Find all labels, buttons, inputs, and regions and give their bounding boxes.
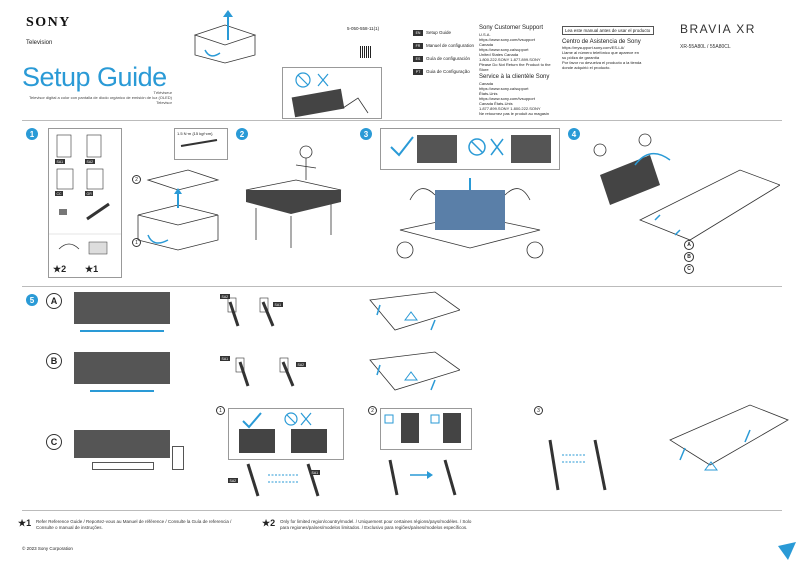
final-tv-illustration [669, 404, 789, 471]
part-tag: SA1 [55, 159, 65, 164]
customer-support: Sony Customer Support U.S.A. https://www… [479, 25, 559, 116]
stand-c-screw-illustration [246, 463, 320, 497]
position-c: C [684, 264, 694, 274]
final-stand-illustration [548, 439, 607, 491]
support-link-ca[interactable]: https://www.sony.ca/support [479, 47, 529, 52]
page-title: Setup Guide [22, 62, 167, 92]
width-arrow-a [80, 330, 164, 332]
width-arrow-b [90, 390, 154, 392]
lift-correct-incorrect [380, 128, 560, 170]
step-3-number: 3 [360, 128, 372, 140]
stand-a-illustration [227, 297, 275, 327]
footnote-1: Refer Reference Guide / Reportez-vous au… [36, 519, 232, 530]
part-tag: SA2 [85, 159, 95, 164]
two-person-unpack-illustration [396, 178, 544, 259]
divider [22, 510, 782, 511]
stand-c-correct-incorrect [228, 408, 344, 460]
table-illustration [245, 145, 342, 248]
step-1-number: 1 [26, 128, 38, 140]
part-tag: CC [55, 191, 64, 196]
substep-2: 2 [132, 175, 141, 184]
stand-b-illustration [235, 357, 295, 387]
warning-illustration [282, 67, 382, 119]
attach-a-illustration [369, 291, 460, 331]
screw-spec: 1.5 N·m {15 kgf·cm} [174, 128, 228, 160]
position-a: A [684, 240, 694, 250]
step-5-number: 5 [26, 294, 38, 306]
qr-code [360, 46, 372, 58]
part-tag: SA1 [310, 470, 320, 475]
option-a-label: A [46, 293, 62, 309]
tv-option-a [74, 292, 170, 324]
position-b: B [684, 252, 694, 262]
substep-c2: 2 [368, 406, 377, 415]
footnote-mark: ★1 [85, 264, 99, 274]
sony-logo: SONY [26, 15, 71, 30]
page-turn-icon [778, 542, 796, 560]
step-2-number: 2 [236, 128, 248, 140]
part-tag: SA2 [296, 362, 306, 367]
part-tag: SA1 [273, 302, 283, 307]
product-type: Television [26, 40, 53, 46]
box-open-illustration [137, 169, 220, 251]
option-c-label: C [46, 434, 62, 450]
latam-support: Lea este manual antes de usar el product… [562, 26, 654, 70]
attach-b-illustration [369, 351, 460, 391]
step-4-number: 4 [568, 128, 580, 140]
footnote-mark: ★2 [53, 264, 67, 274]
footnote-2: Only for limited region/country/model. /… [280, 519, 472, 530]
substep-c1: 1 [216, 406, 225, 415]
subwoofer [172, 446, 184, 470]
bravia-logo: BRAVIA XR [680, 22, 756, 36]
tv-option-c [74, 430, 170, 458]
copyright: © 2023 Sony Corporation [22, 546, 73, 551]
soundbar [92, 462, 154, 470]
support-link-ca-fr[interactable]: https://www.sony.ca/support [479, 86, 529, 91]
substep-c3: 3 [534, 406, 543, 415]
part-tag: SA2 [220, 294, 230, 299]
document-number: 5-050-558-11(1) [347, 26, 380, 31]
part-tag: SA1 [220, 356, 230, 361]
tv-option-b [74, 352, 170, 384]
option-b-label: B [46, 353, 62, 369]
support-link-us-fr[interactable]: https://www.sony.com/tvsupport [479, 96, 535, 101]
footnote-2-mark: ★2 [262, 518, 276, 528]
model-numbers: XR-55A80L / 55A80CL [680, 44, 731, 50]
bracket-u-illustration [380, 408, 472, 450]
footnote-1-mark: ★1 [18, 518, 32, 528]
latam-link[interactable]: https://mysupport.sony.com/ES-LA/ [562, 45, 625, 50]
divider [22, 286, 782, 287]
bracket-attach-illustration [388, 459, 457, 496]
place-tv-illustration [593, 133, 780, 241]
unpack-box-illustration [193, 10, 257, 64]
divider [22, 120, 782, 121]
subtitle: Téléviseur Televisor digital a color con… [29, 90, 172, 105]
part-tag: GR [85, 191, 94, 196]
support-link-us[interactable]: https://www.sony.com/tvsupport [479, 37, 535, 42]
part-tag: SA2 [228, 478, 238, 483]
parts-list: SA1 SA2 CC GR ★2 ★1 [48, 128, 122, 278]
substep-1: 1 [132, 238, 141, 247]
